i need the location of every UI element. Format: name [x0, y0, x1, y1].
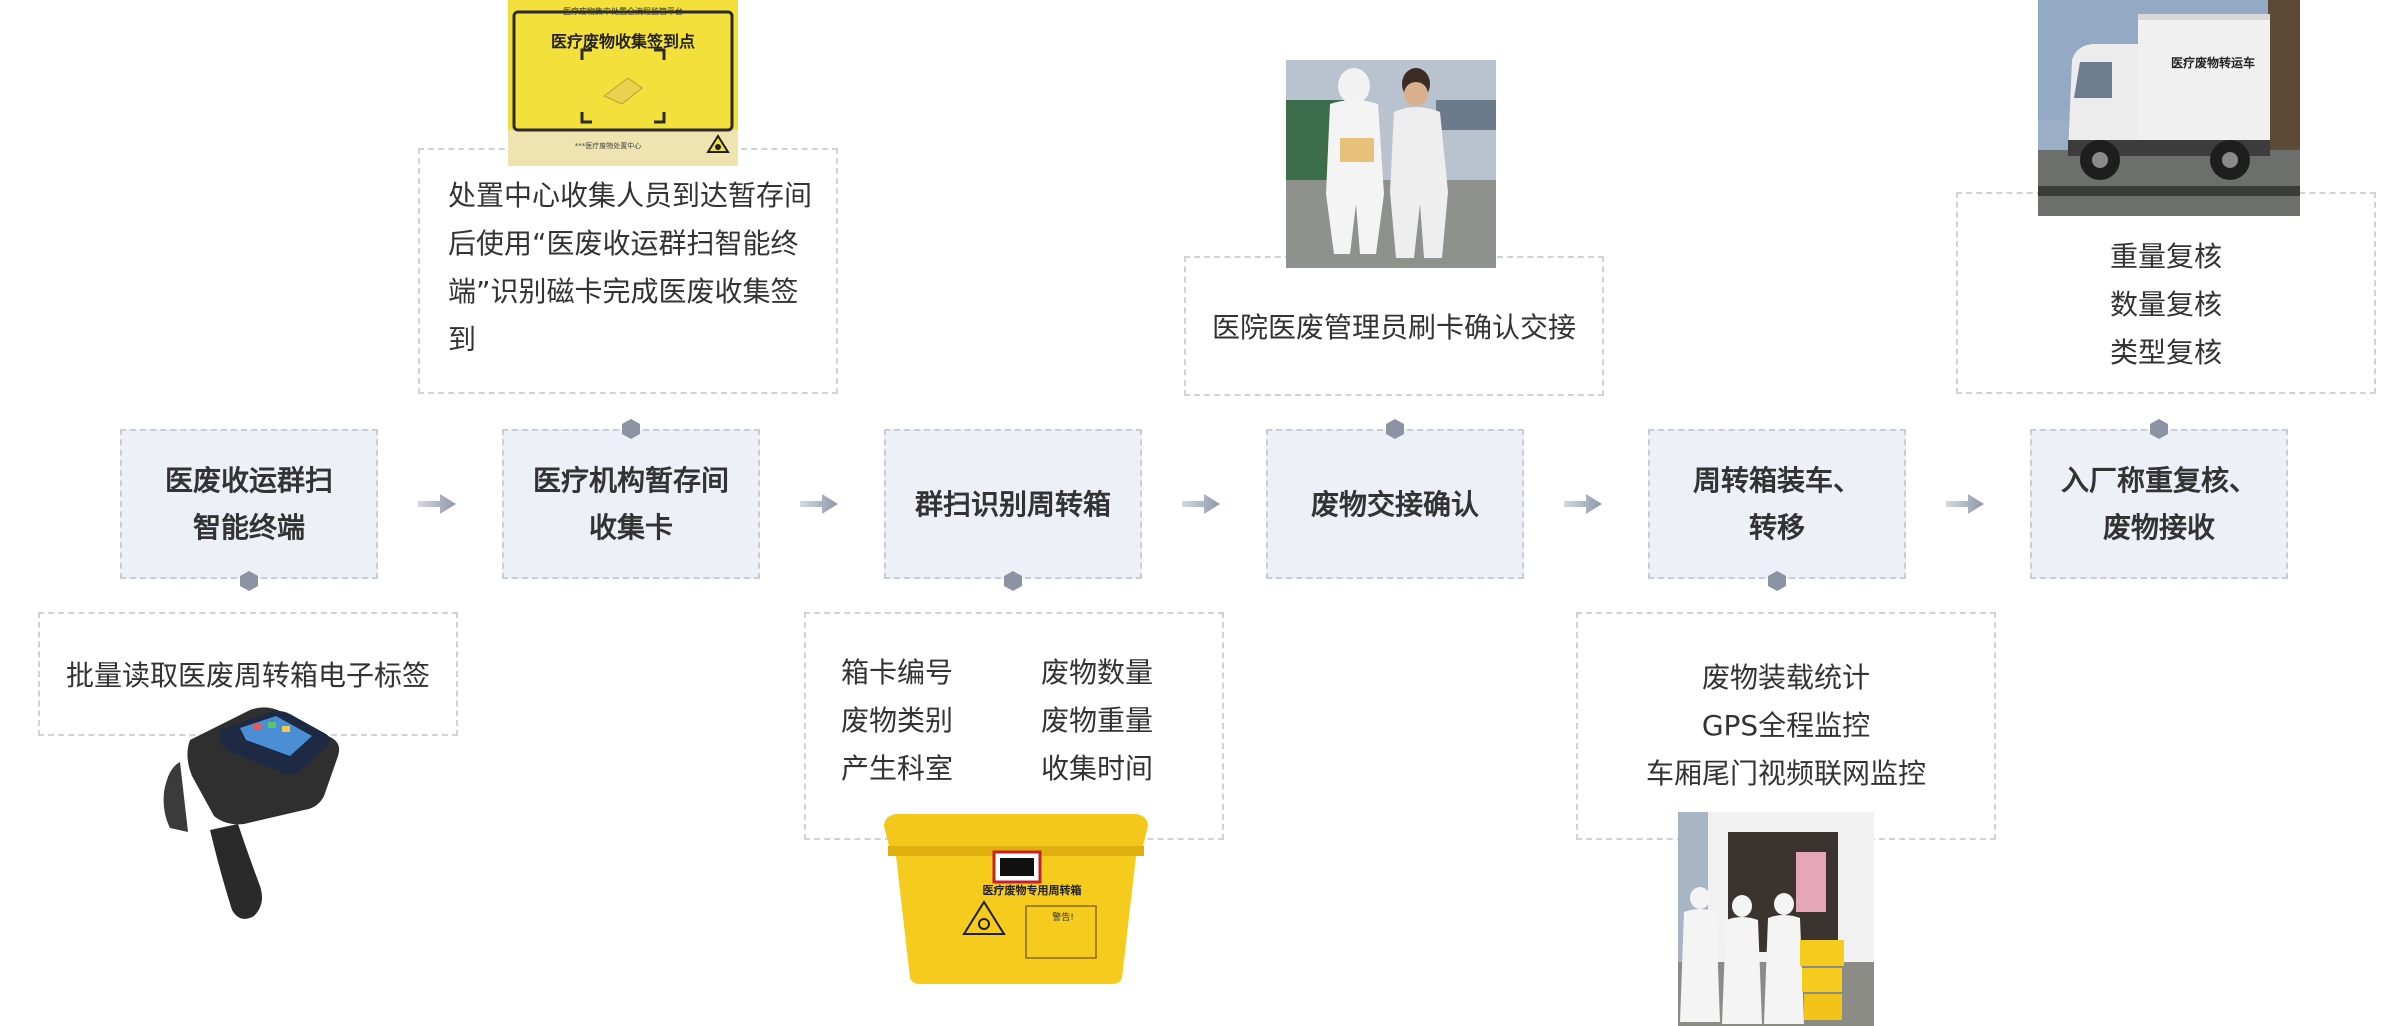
step-smart-terminal: 医废收运群扫 智能终端: [120, 429, 378, 579]
arrow-right-icon: [418, 494, 456, 514]
truck-text: 医疗废物转运车: [2170, 56, 2255, 70]
loading-item: 车厢尾门视频联网监控: [1645, 757, 1926, 790]
arrow-right-icon: [800, 494, 838, 514]
loading-graphic: [1678, 812, 1874, 1026]
sign-title: 医疗废物收集签到点: [550, 32, 695, 51]
note-handover: 医院医废管理员刷卡确认交接: [1184, 256, 1604, 396]
step-label: 群扫识别周转箱: [914, 487, 1111, 521]
field-collect-time: 收集时间: [1041, 752, 1154, 785]
reweigh-item: 重量复核: [2109, 240, 2222, 273]
truck-photo: 医疗废物转运车: [2038, 0, 2300, 216]
step-reweigh-receive: 入厂称重复核、 废物接收: [2030, 429, 2288, 579]
step-loading-transfer: 周转箱装车、 转移: [1648, 429, 1906, 579]
field-waste-weight: 废物重量: [1041, 704, 1154, 737]
step-handover-confirm: 废物交接确认: [1266, 429, 1524, 579]
field-waste-category: 废物类别: [841, 704, 954, 737]
box-fields-grid: 箱卡编号 废物数量 废物类别 废物重量 产生科室 收集时间: [806, 628, 1226, 818]
loading-item: 废物装载统计: [1701, 661, 1870, 694]
handover-photo: [1286, 60, 1496, 268]
arrow-right-icon: [1946, 494, 1984, 514]
turnover-bin-image: 医疗废物专用周转箱 警告!: [876, 806, 1156, 986]
step-label: 医疗机构暂存间 收集卡: [532, 464, 729, 544]
note-text: 批量读取医废周转箱电子标签: [65, 659, 430, 692]
bin-text: 医疗废物专用周转箱: [982, 884, 1082, 897]
handheld-terminal-image: [150, 700, 350, 930]
sign-graphic: [508, 0, 738, 166]
step-label: 周转箱装车、 转移: [1692, 464, 1861, 544]
note-collection-card: 处置中心收集人员到达暂存间后使用“医废收运群扫智能终端”识别磁卡完成医废收集签到: [418, 148, 838, 394]
truck-graphic: [2038, 0, 2300, 216]
bin-warn-text: 警告!: [1052, 913, 1074, 923]
bin-graphic: [884, 814, 1148, 984]
loading-photo: [1678, 812, 1874, 1026]
sign-bottom-text: ***医疗废物处置中心: [574, 142, 642, 150]
note-loading: 废物装载统计 GPS全程监控 车厢尾门视频联网监控: [1576, 612, 1996, 840]
step-collection-card: 医疗机构暂存间 收集卡: [502, 429, 760, 579]
loading-item: GPS全程监控: [1701, 709, 1871, 742]
connector-dot-icon: [622, 419, 640, 439]
field-department: 产生科室: [841, 752, 954, 785]
connector-dot-icon: [240, 571, 258, 591]
connector-dot-icon: [1004, 571, 1022, 591]
connector-dot-icon: [1386, 419, 1404, 439]
step-label: 入厂称重复核、 废物接收: [2060, 464, 2257, 544]
reweigh-item: 数量复核: [2109, 288, 2222, 321]
note-text: 医院医废管理员刷卡确认交接: [1211, 311, 1576, 344]
connector-dot-icon: [1768, 571, 1786, 591]
arrow-right-icon: [1564, 494, 1602, 514]
field-box-card-no: 箱卡编号: [841, 656, 954, 689]
step-label: 医废收运群扫 智能终端: [164, 464, 333, 544]
note-reweigh: 重量复核 数量复核 类型复核: [1956, 192, 2376, 394]
sign-small-text: 医疗废物集中处置全流程监管平台: [563, 7, 683, 16]
arrow-right-icon: [1182, 494, 1220, 514]
terminal-graphic: [163, 707, 340, 919]
note-text: 处置中心收集人员到达暂存间后使用“医废收运群扫智能终端”识别磁卡完成医废收集签到: [448, 179, 813, 356]
connector-dot-icon: [2150, 419, 2168, 439]
field-waste-quantity: 废物数量: [1041, 656, 1154, 689]
handover-graphic: [1286, 60, 1496, 268]
reweigh-item: 类型复核: [2109, 336, 2222, 369]
collection-sign-image: 医疗废物集中处置全流程监管平台 医疗废物收集签到点 ***医疗废物处置中心: [508, 0, 738, 166]
step-label: 废物交接确认: [1310, 487, 1479, 521]
step-scan-boxes: 群扫识别周转箱: [884, 429, 1142, 579]
